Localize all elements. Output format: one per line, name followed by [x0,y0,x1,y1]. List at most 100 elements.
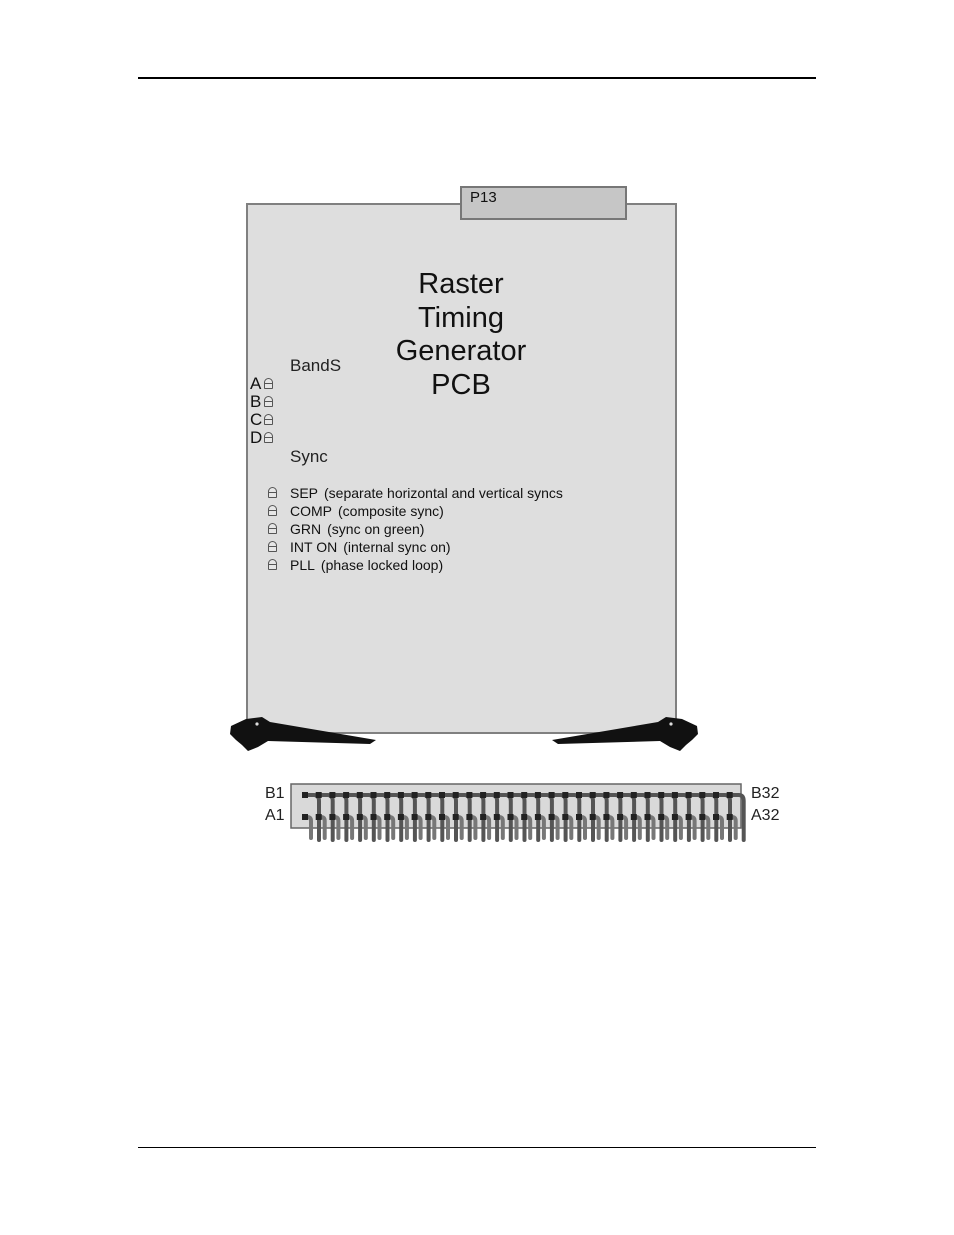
band-led-row: A [250,375,273,393]
pin-pad [658,814,665,820]
pin-pad [603,792,610,798]
title-line: Timing [418,301,504,334]
sync-led-row: COMP (composite sync) [268,502,444,520]
band-letter: C [250,410,263,429]
pin-pad [562,792,569,798]
title-line: PCB [431,368,491,401]
sync-heading: Sync [290,447,328,466]
pin-pad [411,814,418,820]
sync-description: (sync on green) [327,521,425,537]
left-ejector-lever [230,717,376,751]
sync-description: (internal sync on) [343,539,451,555]
sync-led-row: PLL (phase locked loop) [268,556,443,574]
sync-description: (composite sync) [338,503,444,519]
pin-pad [507,792,514,798]
led-icon [268,523,277,535]
pin-pad [356,814,363,820]
pin-pad [562,814,569,820]
pin-pad [493,792,500,798]
pcb-board [246,203,677,734]
pin-pad [370,792,377,798]
pin-pad [480,792,487,798]
pin-pad [630,814,637,820]
sync-code: PLL [290,557,315,573]
pin-pad [343,814,350,820]
pin-pad [576,792,582,798]
led-icon [264,396,273,408]
pin-pad [397,792,404,798]
pin-pad [644,814,651,820]
sync-description: (separate horizontal and vertical syncs [324,485,563,501]
pin-pad [425,792,432,798]
connector-tab-p13: P13 [460,186,627,220]
pin-pad [302,814,308,820]
pin-pad [439,814,445,820]
pin-label-b32: B32 [751,785,780,802]
led-icon [264,414,273,426]
pin-label-a1: A1 [265,807,285,824]
band-led-row: B [250,393,273,411]
pin-pad [370,814,377,820]
pin-pad [617,792,624,798]
sync-led-row: GRN (sync on green) [268,520,424,538]
pin-pad [315,792,322,798]
pin-pad [480,814,487,820]
pin-pad [356,792,363,798]
pin-pad [397,814,404,820]
pin-pad [699,792,706,798]
pin-pad [507,814,514,820]
led-icon [264,432,273,444]
pin-pad [384,814,391,820]
pin-pad [521,814,528,820]
pin-pad [726,792,733,798]
pin-pad [589,792,596,798]
pin-pad [630,792,637,798]
footer-rule [138,1147,816,1148]
band-letter: D [250,428,263,447]
connector-tab-label: P13 [470,189,497,206]
pin-pad [343,792,350,798]
pin-pad [411,792,418,798]
pin-pad [726,814,733,820]
led-icon [264,378,273,390]
sync-code: COMP [290,503,332,519]
sync-code: SEP [290,485,319,501]
edge-connector [290,783,746,842]
sync-led-row: INT ON (internal sync on) [268,538,451,556]
pin-pad [329,792,336,798]
bands-heading: BandS [290,356,342,375]
band-letter: A [250,374,262,393]
pin-pad [534,792,541,798]
pin-pad [493,814,500,820]
sync-led-row: SEP (separate horizontal and vertical syn… [268,484,563,502]
sync-code: GRN [290,521,322,537]
right-ejector-lever [552,717,698,751]
pin-pad [534,814,541,820]
sync-code: INT ON [290,539,338,555]
pin-pad [644,792,651,798]
pin-pad [548,814,555,820]
board-title: Raster Timing Generator PCB [380,268,542,402]
pin-label-a32: A32 [751,807,780,824]
pin-pad [671,792,678,798]
pin-pad [685,814,692,820]
pin-pad [452,814,459,820]
pin-pad [699,814,706,820]
connector-pins [302,792,746,842]
led-icon [268,541,277,553]
pin-pad [548,792,555,798]
sync-description: (phase locked loop) [320,557,444,573]
led-icon [268,505,277,517]
pin-pad [466,814,473,820]
pin-label-b1: B1 [265,785,285,802]
band-letter: B [250,392,262,411]
pin-pad [425,814,432,820]
pin-pad [521,792,528,798]
pin-pad [329,814,336,820]
pin-pad [617,814,624,820]
pin-pad [452,792,459,798]
led-icon [268,559,277,571]
pin-pad [685,792,692,798]
pin-pad [302,792,308,798]
pin-pad [713,792,719,798]
